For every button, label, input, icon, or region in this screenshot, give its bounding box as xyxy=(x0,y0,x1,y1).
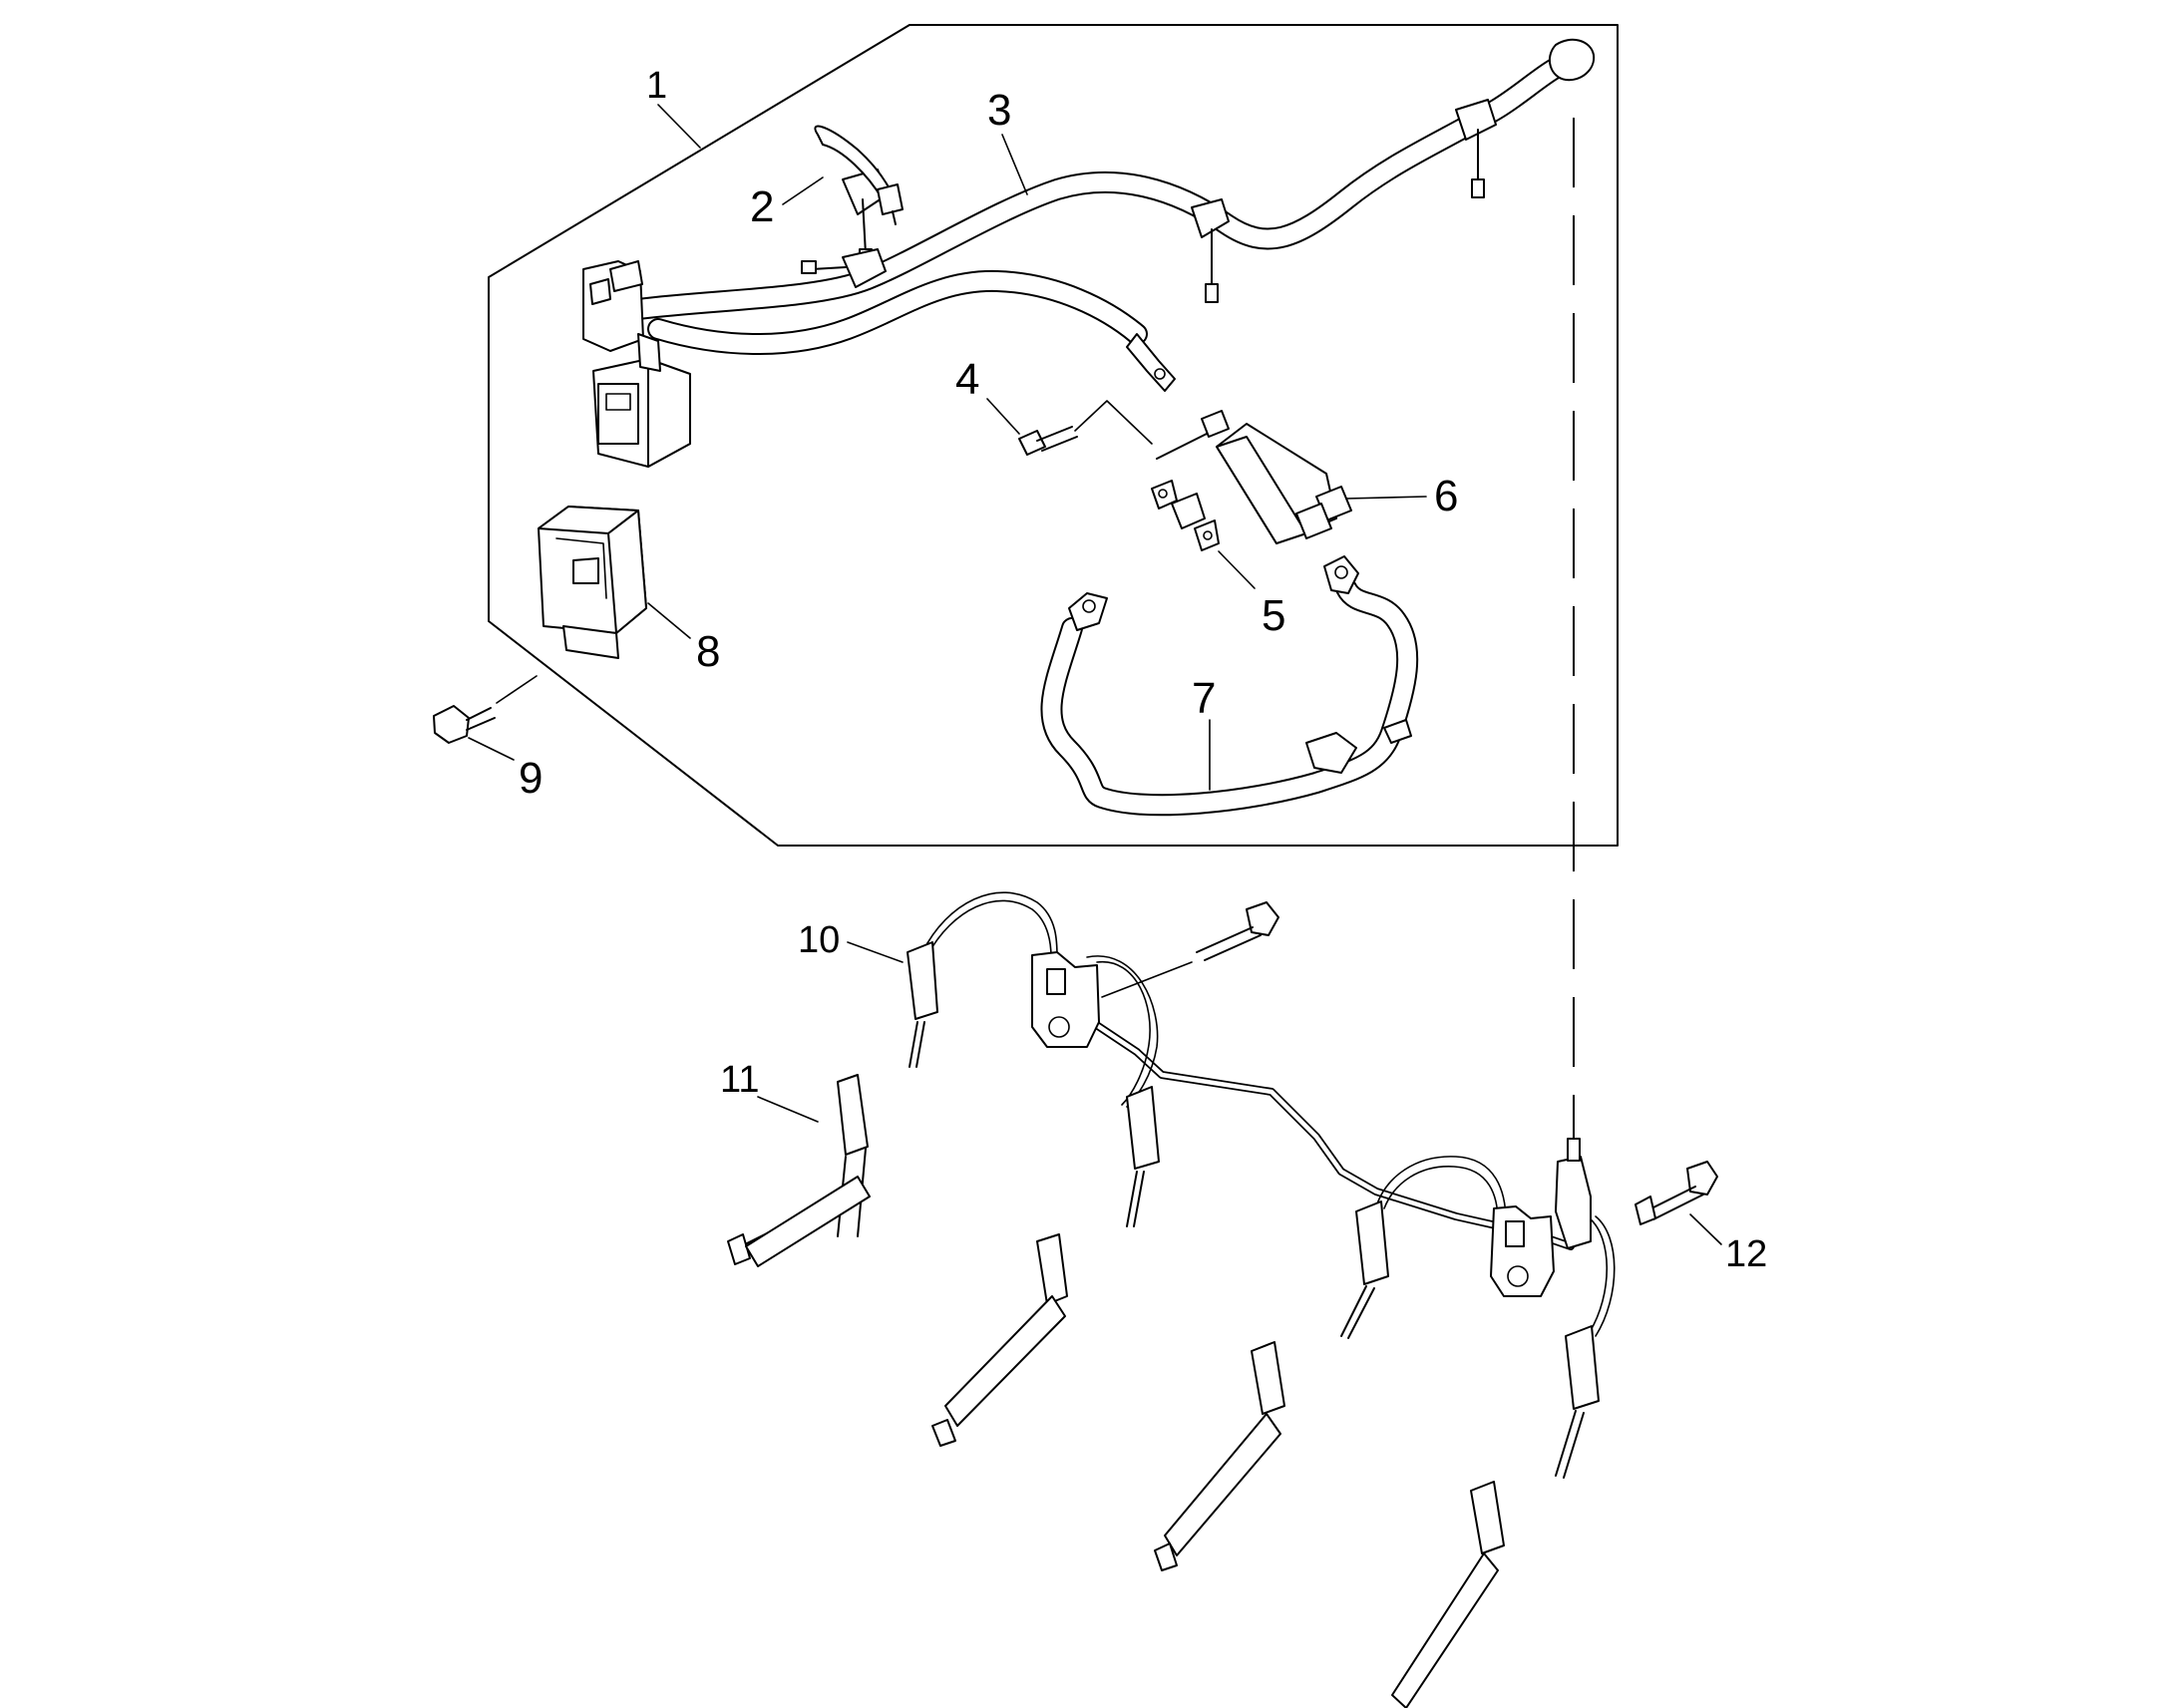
kit-outline xyxy=(488,24,1619,847)
callout-8: 8 xyxy=(696,627,720,676)
callout-11: 11 xyxy=(720,1059,759,1101)
callout-3: 3 xyxy=(987,86,1011,135)
fuse-icon xyxy=(1151,480,1220,551)
callout-10: 10 xyxy=(798,919,840,961)
glow-plug-icon xyxy=(727,941,1600,1708)
ground-cable-icon xyxy=(1040,555,1419,817)
glow-relay-icon xyxy=(1156,410,1352,544)
relay-icon xyxy=(538,506,647,659)
glow-plug-harness-icon xyxy=(921,891,1718,1337)
bolt-icon xyxy=(433,705,496,744)
callout-2: 2 xyxy=(750,182,774,231)
callout-9: 9 xyxy=(519,754,543,803)
bolt-icon xyxy=(1018,426,1078,456)
callout-6: 6 xyxy=(1434,472,1458,520)
cable-tie-icon xyxy=(814,125,904,225)
callout-12: 12 xyxy=(1725,1233,1767,1275)
callout-4: 4 xyxy=(955,355,979,404)
wiring-harness-icon xyxy=(582,38,1596,468)
callout-1: 1 xyxy=(646,65,667,107)
callout-5: 5 xyxy=(1262,591,1285,640)
callout-7: 7 xyxy=(1192,674,1216,723)
